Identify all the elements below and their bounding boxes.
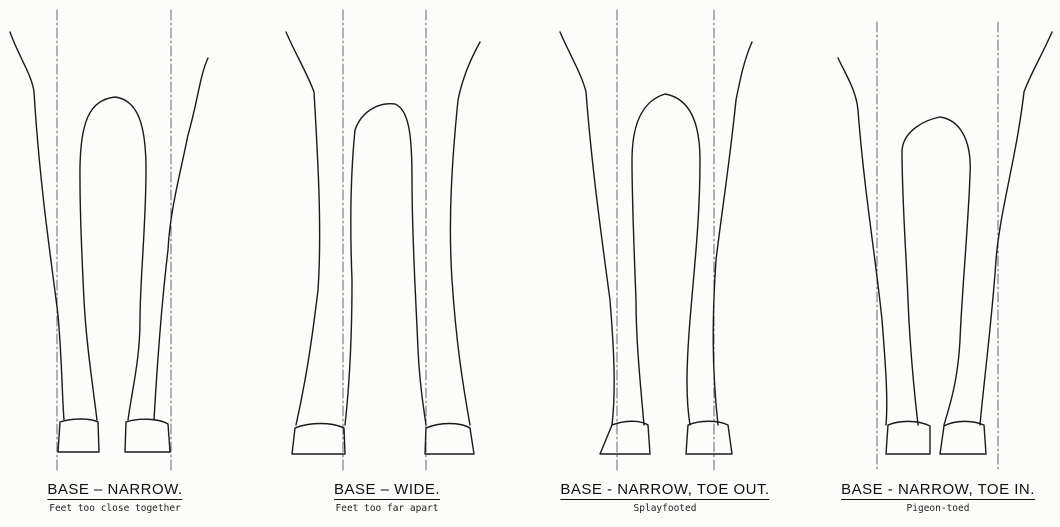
inner-leg-outline	[345, 104, 426, 425]
left-leg-outline	[560, 32, 614, 425]
panel-base-wide-drawing	[286, 10, 480, 470]
inner-leg-outline	[80, 97, 146, 420]
inner-leg-outline	[632, 94, 700, 425]
left-leg-outline	[838, 58, 887, 425]
inner-leg-outline	[902, 117, 970, 425]
left-leg-outline	[10, 32, 64, 420]
right-leg-outline	[450, 42, 480, 425]
hoof-right	[940, 421, 986, 454]
panel-1-caption: Feet too close together	[49, 503, 181, 514]
hoof-left	[58, 419, 99, 452]
panel-3-caption: Splayfooted	[634, 503, 697, 514]
hoof-left	[886, 421, 930, 454]
hoof-right	[425, 424, 474, 455]
panel-toe-out-drawing	[560, 10, 752, 470]
hoof-right	[686, 421, 732, 454]
panel-2-caption: Feet too far apart	[336, 503, 439, 514]
panel-base-narrow-drawing	[10, 10, 208, 470]
hoof-left	[292, 424, 345, 455]
hoof-right	[125, 419, 170, 452]
panel-4-caption: Pigeon-toed	[907, 503, 970, 514]
hoof-left	[600, 421, 650, 454]
right-leg-outline	[154, 58, 208, 420]
right-leg-outline	[713, 42, 752, 425]
panel-2-title: BASE – WIDE.	[334, 481, 440, 500]
panel-3-title: BASE - NARROW, TOE OUT.	[560, 481, 769, 500]
panel-toe-in-drawing	[838, 22, 1052, 470]
left-leg-outline	[286, 32, 320, 425]
panel-1-title: BASE – NARROW.	[47, 481, 182, 500]
right-leg-outline	[980, 32, 1052, 425]
panel-4-title: BASE - NARROW, TOE IN.	[841, 481, 1035, 500]
